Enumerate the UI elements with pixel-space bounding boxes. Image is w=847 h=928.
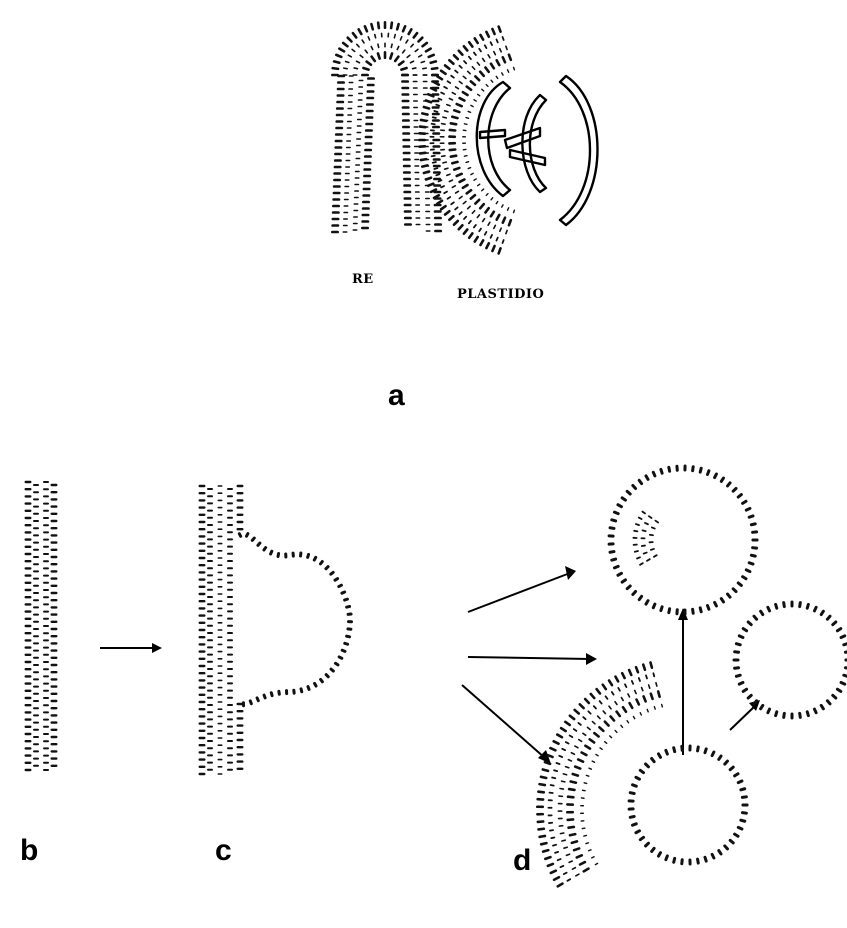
arrow-to-top-vesicle (468, 573, 570, 612)
panel-a-letter: a (388, 379, 405, 412)
thylakoid-membranes (477, 76, 598, 225)
free-vesicle (733, 601, 847, 720)
flat-membrane-bilayer (25, 481, 58, 771)
budding-membrane-bilayer (199, 485, 244, 775)
panel-c: c (199, 485, 354, 867)
arrow-to-bottom-cluster (462, 685, 545, 758)
panel-a: RE PLASTIDIO a (331, 21, 598, 412)
membrane-bud (237, 532, 353, 708)
arrow-b-to-c-head (152, 643, 162, 653)
arrow-to-right-vesicle (468, 657, 590, 659)
re-label: RE (352, 272, 374, 287)
plastid-label: PLASTIDIO (457, 287, 544, 302)
panel-b-letter: b (20, 834, 38, 867)
panel-b: b (20, 481, 58, 867)
panel-c-letter: c (215, 834, 232, 867)
envelope-budding-cluster (536, 661, 749, 888)
vesicle-with-inner-lamellae (608, 464, 759, 615)
arrow-up-right (730, 706, 755, 730)
arrows-to-vesicles (462, 566, 760, 764)
panel-d: d (513, 464, 847, 888)
panel-d-letter: d (513, 844, 531, 877)
